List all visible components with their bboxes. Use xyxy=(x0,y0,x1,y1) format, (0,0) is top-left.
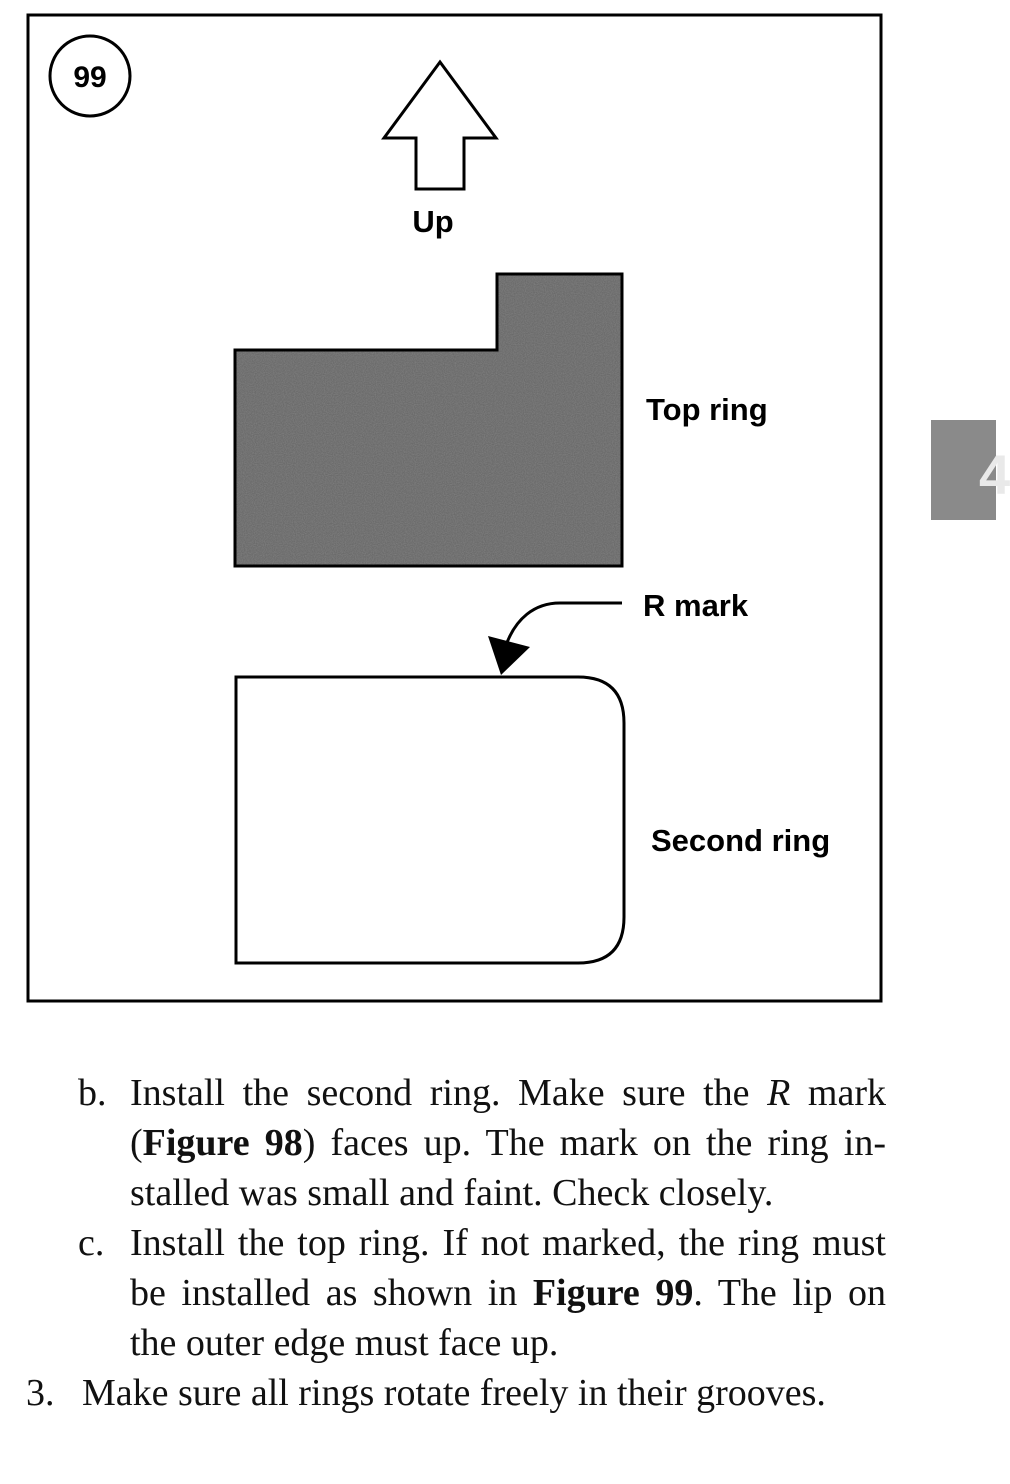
step-b: b. Install the second ring. Make sure th… xyxy=(0,1068,996,1218)
figure-frame xyxy=(26,13,883,1003)
step-3-marker: 3. xyxy=(26,1372,55,1414)
step-3: 3. Make sure all rings rotate freely in … xyxy=(0,1368,996,1418)
up-label: Up xyxy=(412,204,453,239)
second-ring-label: Second ring xyxy=(651,823,830,858)
up-arrow-icon xyxy=(381,59,499,191)
figure-98-ref: Figure 98 xyxy=(142,1122,303,1164)
r-mark-label: R mark xyxy=(643,588,749,623)
top-ring-label: Top ring xyxy=(646,392,768,427)
figure-number: 99 xyxy=(73,61,106,94)
second-ring-section xyxy=(234,675,626,965)
figure-99: 99 Up Top ring R mark Second ring xyxy=(26,13,883,1003)
step-c-text: Install the top ring. If not marked, the… xyxy=(130,1222,887,1364)
r-mark-leader xyxy=(503,601,622,649)
chapter-tab: 4 xyxy=(931,420,1010,520)
step-b-marker: b. xyxy=(78,1072,107,1114)
step-c: c. Install the top ring. If not marked, … xyxy=(0,1218,996,1368)
figure-number-badge: 99 xyxy=(48,34,132,118)
arrowhead-icon xyxy=(488,636,530,675)
r-mark-italic: R xyxy=(767,1072,791,1114)
step-3-text: Make sure all rings rotate freely in the… xyxy=(82,1372,826,1414)
step-b-text: Install the second ring. Make sure the R… xyxy=(130,1072,887,1214)
top-ring-section xyxy=(233,272,624,568)
chapter-tab-number: 4 xyxy=(979,443,1010,506)
step-c-marker: c. xyxy=(78,1222,105,1264)
figure-99-ref: Figure 99 xyxy=(532,1272,694,1314)
procedure-text: b. Install the second ring. Make sure th… xyxy=(0,1068,996,1418)
